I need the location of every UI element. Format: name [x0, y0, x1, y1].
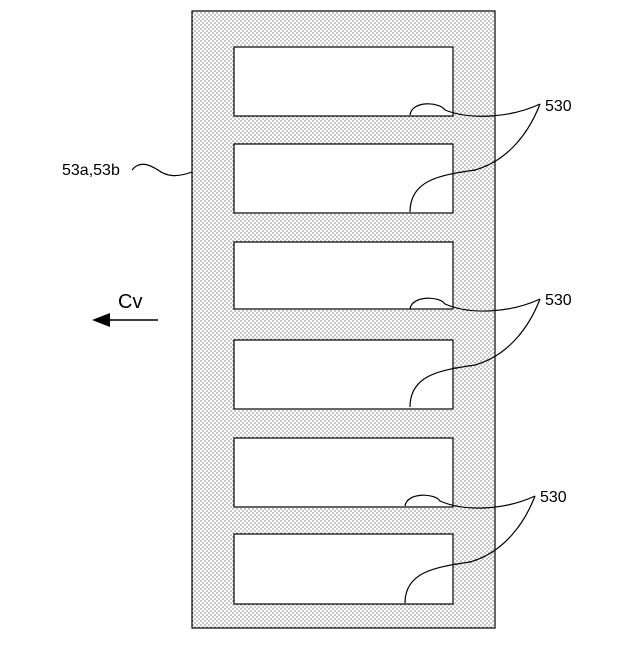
opening-1: [234, 47, 453, 116]
opening-4: [234, 340, 453, 409]
opening-label: 530: [545, 98, 572, 115]
opening-label: 530: [540, 489, 567, 506]
part-leader-line: [132, 164, 192, 175]
opening-label: 530: [545, 292, 572, 309]
part-label: 53a,53b: [62, 162, 120, 179]
direction-label: Cv: [118, 291, 142, 313]
opening-5: [234, 438, 453, 507]
opening-6: [234, 534, 453, 604]
arrow-left-icon: [92, 313, 110, 327]
opening-2: [234, 144, 453, 213]
